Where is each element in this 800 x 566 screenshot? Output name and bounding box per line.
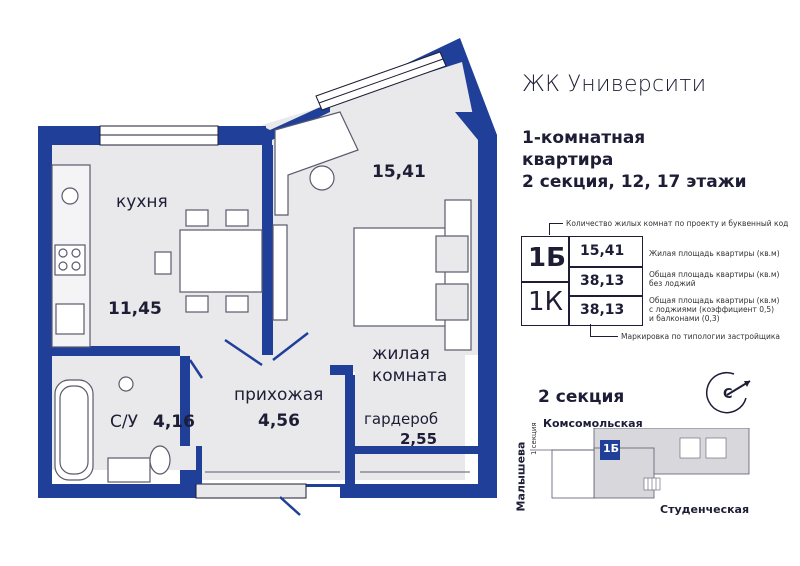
legend-note-loggia-3: и балконами (0,3) bbox=[649, 314, 720, 323]
legend-pointer-top bbox=[549, 223, 563, 224]
bathroom-fixtures bbox=[54, 376, 171, 483]
door-swings bbox=[188, 332, 309, 516]
apartment-type-line2: квартира bbox=[522, 150, 614, 170]
kitchen-furniture bbox=[51, 164, 263, 348]
code-bottom: 1К bbox=[528, 287, 564, 317]
legend-note-total-1: Общая площадь квартиры (кв.м) bbox=[649, 270, 780, 279]
site-section-title: 2 секция bbox=[538, 387, 625, 407]
kitchen-area: 11,45 bbox=[108, 299, 162, 319]
legend-pointer-bottom-v bbox=[590, 324, 591, 336]
legend-pointer-bottom bbox=[590, 336, 618, 337]
legend-note-loggia-1: Общая площадь квартиры (кв.м) bbox=[649, 296, 780, 305]
street-bottom: Студенческая bbox=[660, 503, 750, 516]
bathroom-area: 4,16 bbox=[153, 412, 195, 432]
interior-walls bbox=[38, 145, 478, 485]
legend-value-living: 15,41 bbox=[580, 243, 625, 259]
apartment-type-line1: 1-комнатная bbox=[522, 128, 646, 148]
complex-name: ЖК Университи bbox=[522, 72, 707, 97]
legend-note-total-2: без лоджий bbox=[649, 279, 696, 288]
windows bbox=[99, 51, 447, 499]
legend-note-loggia-2: с лоджиями (коэффициент 0,5) bbox=[649, 305, 775, 314]
living-furniture bbox=[272, 111, 472, 351]
legend-code-box: 1Б 1К 15,41 38,13 38,13 bbox=[521, 236, 643, 326]
site-section-label: 1 секция bbox=[530, 422, 538, 455]
bathroom-label: С/У bbox=[110, 412, 138, 432]
living-label-line1: жилая bbox=[372, 344, 430, 364]
wardrobe-label: гардероб bbox=[364, 410, 439, 428]
street-top: Комсомольская bbox=[543, 417, 643, 430]
legend-note-living: Жилая площадь квартиры (кв.м) bbox=[649, 249, 780, 258]
compass-letter: С bbox=[723, 387, 733, 402]
compass-icon bbox=[706, 371, 751, 414]
legend-pointer-top-v bbox=[549, 223, 550, 235]
code-top: 1Б bbox=[528, 243, 566, 273]
site-unit-badge: 1Б bbox=[603, 442, 620, 455]
site-plan-map bbox=[530, 428, 750, 500]
legend-value-total-loggia: 38,13 bbox=[580, 302, 625, 318]
kitchen-label: кухня bbox=[116, 192, 168, 212]
hallway-label: прихожая bbox=[234, 385, 324, 405]
living-area: 15,41 bbox=[372, 162, 426, 182]
legend-value-total: 38,13 bbox=[580, 273, 625, 289]
apartment-section-floors: 2 секция, 12, 17 этажи bbox=[522, 172, 747, 192]
hallway-area: 4,56 bbox=[258, 411, 300, 431]
legend-developer-note: Маркировка по типологии застройщика bbox=[621, 332, 780, 341]
living-label-line2: комната bbox=[372, 366, 448, 386]
street-left: Малышева bbox=[514, 441, 528, 512]
wardrobe-area: 2,55 bbox=[400, 430, 438, 448]
legend-rooms-note: Количество жилых комнат по проекту и бук… bbox=[566, 219, 789, 228]
